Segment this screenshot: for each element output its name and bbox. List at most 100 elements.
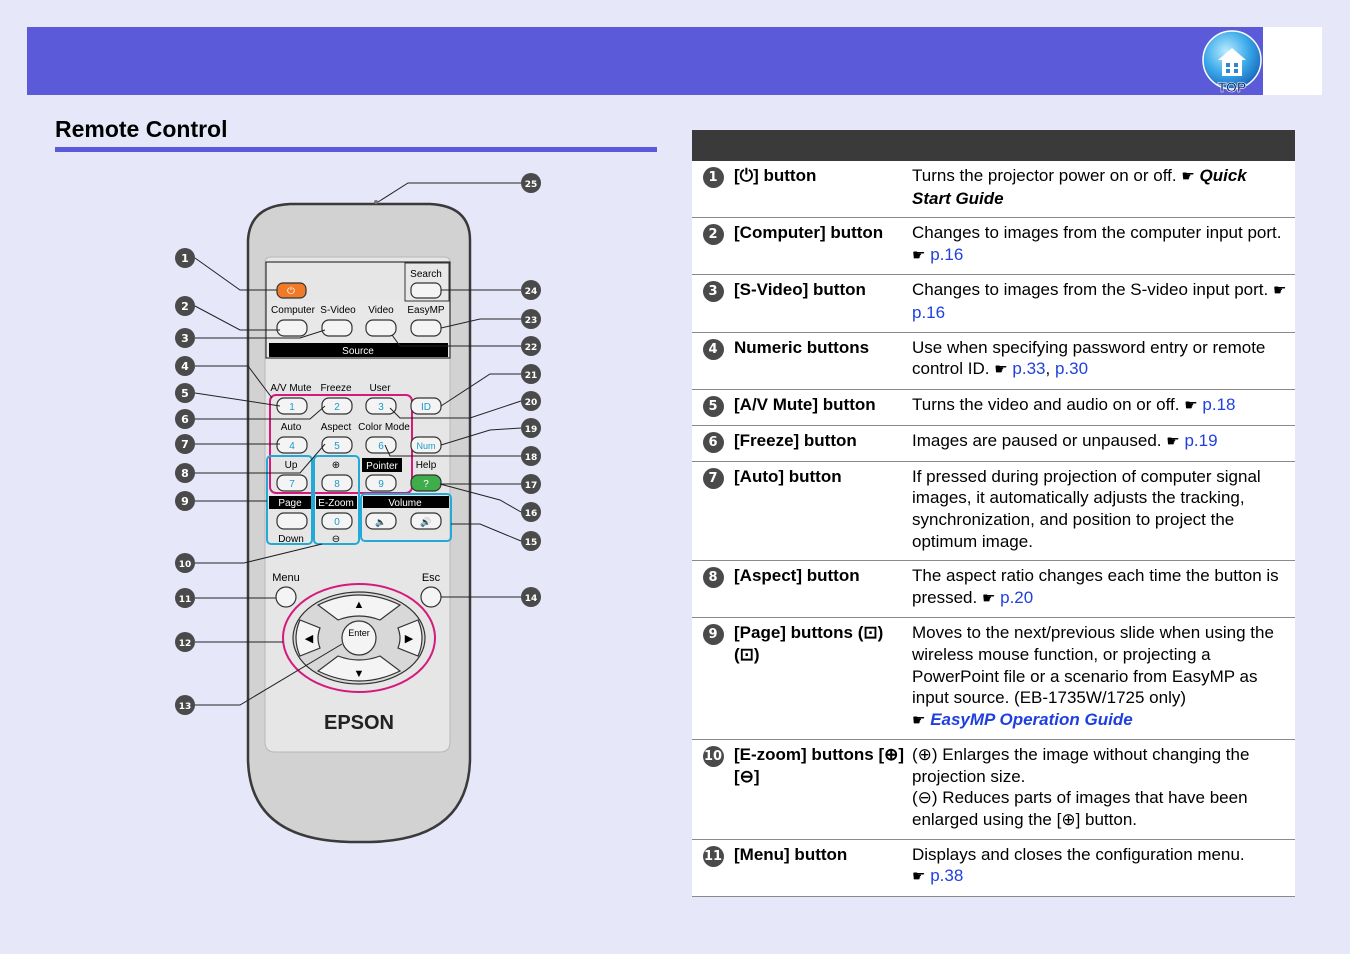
- key-5[interactable]: [321, 436, 353, 454]
- svideo-key[interactable]: [321, 319, 353, 337]
- volume-up-key[interactable]: [410, 512, 442, 530]
- enter-key[interactable]: [341, 620, 377, 656]
- esc-key[interactable]: [420, 586, 442, 608]
- page-link[interactable]: p.30: [1054, 359, 1089, 379]
- callout-11-label: 11: [179, 595, 192, 605]
- key-4[interactable]: [276, 436, 308, 454]
- top-label: TOP: [1218, 79, 1247, 94]
- row-number-cell: 6: [692, 425, 734, 462]
- table-row: 8 [Aspect] button The aspect ratio chang…: [692, 560, 1295, 619]
- right-arrow-key[interactable]: [397, 619, 423, 657]
- page-link[interactable]: p.33: [1012, 359, 1046, 379]
- description-text: (⊕) Enlarges the image without changing …: [912, 745, 1250, 786]
- button-name: [Auto] button: [734, 461, 912, 562]
- easymp-key[interactable]: [410, 319, 442, 337]
- row-number-cell: 10: [692, 739, 734, 840]
- top-button[interactable]: TOP: [1201, 30, 1263, 95]
- callout-9: 9: [175, 491, 195, 511]
- button-description: Use when specifying password entry or re…: [912, 332, 1295, 390]
- guide-link[interactable]: EasyMP Operation Guide: [930, 709, 1133, 729]
- left-arrow-key[interactable]: [295, 619, 321, 657]
- description-text: If pressed during projection of computer…: [912, 466, 1261, 551]
- button-name: [⏻] button: [734, 161, 912, 219]
- callout-2: 2: [175, 296, 195, 316]
- page-link[interactable]: p.18: [1202, 394, 1236, 414]
- callout-4: 4: [175, 356, 195, 376]
- row-number-cell: 4: [692, 332, 734, 390]
- callout-24-label: 24: [525, 287, 538, 297]
- enter-label: Enter: [348, 628, 370, 638]
- up-label: Up: [285, 460, 298, 471]
- page-label: Page: [278, 498, 302, 509]
- key-8-label: 8: [334, 479, 340, 490]
- row-number-cell: 1: [692, 161, 734, 219]
- up-arrow-key[interactable]: [316, 594, 402, 621]
- freeze-label: Freeze: [320, 383, 352, 394]
- description-text: Turns the video and audio on or off.: [912, 394, 1180, 414]
- key-9-label: 9: [378, 479, 384, 490]
- button-name: [A/V Mute] button: [734, 389, 912, 426]
- key-9[interactable]: [365, 474, 397, 492]
- row-number: 10: [702, 746, 724, 768]
- page-link[interactable]: p.20: [1000, 587, 1034, 607]
- key-7[interactable]: [276, 474, 308, 492]
- callout-1-label: 1: [181, 252, 189, 265]
- callout-5-label: 5: [181, 387, 189, 400]
- page-link[interactable]: p.16: [912, 302, 946, 322]
- help-key[interactable]: [410, 474, 442, 492]
- page-link[interactable]: p.38: [930, 866, 964, 886]
- down-arrow-key[interactable]: [316, 655, 402, 682]
- callout-1: 1: [175, 248, 195, 268]
- video-key[interactable]: [365, 319, 397, 337]
- callout-22: 22: [521, 336, 541, 356]
- description-text: The aspect ratio changes each time the b…: [912, 566, 1279, 607]
- row-number-cell: 8: [692, 560, 734, 619]
- description-text: Changes to images from the S-video input…: [912, 280, 1269, 300]
- hand-pointer-icon: ☛: [1181, 167, 1195, 185]
- volume-label: Volume: [388, 498, 422, 509]
- key-4-label: 4: [289, 441, 295, 452]
- row-number: 9: [702, 624, 724, 646]
- svg-text:🔊: 🔊: [420, 516, 431, 528]
- aspect-label: Aspect: [321, 422, 352, 433]
- key-8[interactable]: [321, 474, 353, 492]
- key-3-label: 3: [378, 402, 384, 413]
- button-description: Turns the video and audio on or off. ☛ p…: [912, 389, 1295, 426]
- hand-pointer-icon: ☛: [1184, 395, 1198, 414]
- search-key[interactable]: [410, 282, 442, 299]
- top-icon: TOP: [1202, 30, 1262, 95]
- hand-pointer-icon: ☛: [912, 245, 926, 264]
- callout-13: 13: [175, 695, 195, 715]
- page-down-key[interactable]: [276, 512, 308, 530]
- callout-22-label: 22: [525, 343, 538, 353]
- description-text: Changes to images from the computer inpu…: [912, 223, 1282, 243]
- computer-key[interactable]: [276, 319, 308, 337]
- page-link[interactable]: p.16: [930, 244, 964, 264]
- button-name: [Page] buttons (⊡) (⊡): [734, 617, 912, 741]
- title-rule: [55, 147, 657, 152]
- button-name: [Menu] button: [734, 839, 912, 897]
- svg-text:⏻: ⏻: [287, 286, 295, 297]
- button-description: The aspect ratio changes each time the b…: [912, 560, 1295, 619]
- key-2[interactable]: [321, 397, 353, 415]
- row-number: 6: [702, 431, 724, 453]
- volume-down-key[interactable]: [365, 512, 397, 530]
- id-key-label: ID: [421, 402, 431, 413]
- key-3[interactable]: [365, 397, 397, 415]
- button-description: Images are paused or unpaused. ☛ p.19: [912, 425, 1295, 462]
- callout-15-label: 15: [525, 538, 538, 548]
- key-0[interactable]: [321, 512, 353, 530]
- help-key-label: ?: [423, 479, 429, 490]
- easymp-label: EasyMP: [407, 305, 445, 316]
- button-description: Changes to images from the computer inpu…: [912, 217, 1295, 276]
- svg-text:🔈: 🔈: [375, 518, 386, 528]
- num-key-label: Num: [416, 441, 435, 451]
- key-6[interactable]: [365, 436, 397, 454]
- menu-key[interactable]: [275, 586, 297, 608]
- row-number: 7: [702, 467, 724, 489]
- callout-3-label: 3: [181, 332, 189, 345]
- avmute-label: A/V Mute: [270, 383, 312, 394]
- svg-text:⊖: ⊖: [332, 534, 340, 545]
- svg-text:▲: ▲: [354, 599, 365, 611]
- page-link[interactable]: p.19: [1184, 430, 1218, 450]
